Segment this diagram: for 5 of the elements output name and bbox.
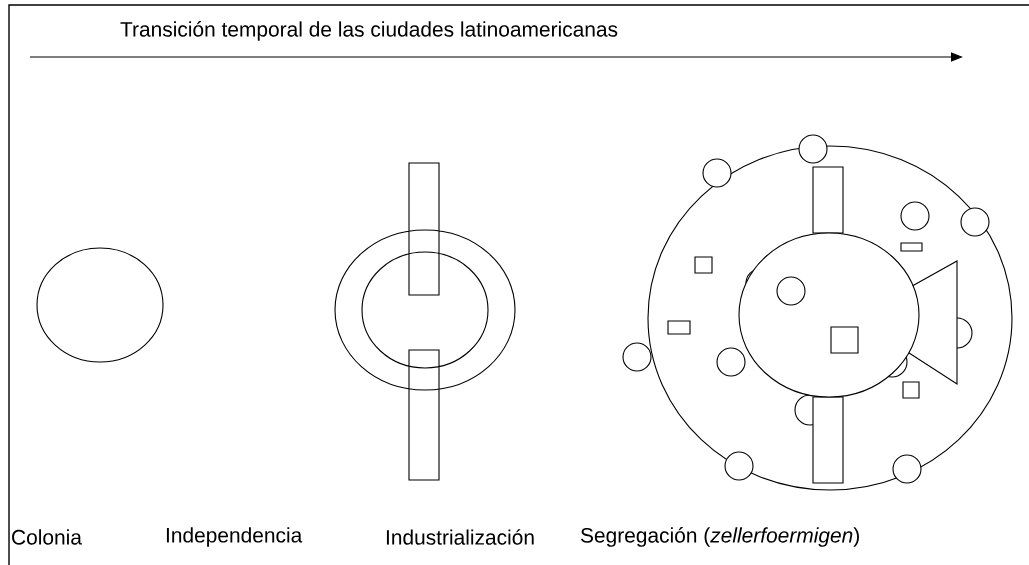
stage-label: Colonia bbox=[12, 529, 82, 545]
stage-label: Industrialización bbox=[386, 529, 534, 545]
stage-label: Segregación (zellerfoermigen) bbox=[580, 527, 859, 547]
stage-label: Independencia bbox=[166, 527, 303, 547]
timeline-title: Transición temporal de las ciudades latinoamericanas bbox=[120, 21, 618, 41]
